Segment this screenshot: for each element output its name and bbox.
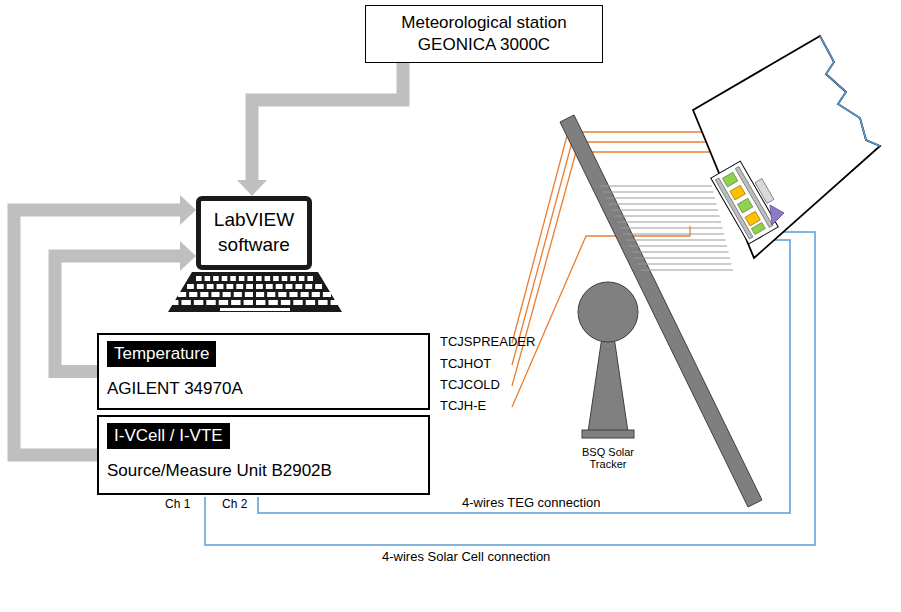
receiver-housing — [693, 36, 880, 258]
optic-lens — [770, 205, 784, 225]
instrument-name: AGILENT 34970A — [107, 379, 420, 399]
channel-label: Ch 2 — [222, 498, 247, 511]
data-flow-arrow — [237, 63, 403, 196]
laptop-keyboard — [168, 272, 342, 312]
thermocouple-wire — [512, 152, 738, 386]
instrument-box: I-VCell / I-VTE Source/Measure Unit B2902… — [97, 415, 430, 495]
channel-label: TCJCOLD — [440, 378, 500, 392]
channel-label: TCJH-E — [440, 399, 486, 413]
tracker-label: BSQ Solar Tracker — [566, 446, 650, 470]
teg-stack — [711, 156, 787, 244]
tracker-head — [578, 282, 638, 342]
tracker-base — [582, 430, 634, 438]
node-text: Meteorological station GEONICA 3000C — [374, 12, 594, 56]
tracker-panel — [560, 115, 762, 507]
section-tag: I-VCell / I-VTE — [107, 423, 230, 449]
node-text: LabVIEW software — [205, 208, 303, 257]
instrument-name: Source/Measure Unit B2902B — [107, 461, 420, 481]
laptop-screen: LabVIEW software — [196, 196, 312, 270]
station-box: Meteorological station GEONICA 3000C — [365, 5, 603, 63]
cable-label: 4-wires Solar Cell connection — [382, 550, 550, 564]
channel-label: TCJHOT — [440, 357, 491, 371]
cable-label: 4-wires TEG connection — [462, 496, 601, 510]
section-tag: Temperature — [107, 341, 216, 367]
instrument-box: TemperatureAGILENT 34970A — [97, 333, 430, 410]
channel-label: TCJSPREADER — [440, 335, 535, 349]
heat-sink-fins — [600, 186, 733, 270]
tracker-stand — [588, 330, 628, 432]
channel-label: Ch 1 — [165, 498, 190, 511]
